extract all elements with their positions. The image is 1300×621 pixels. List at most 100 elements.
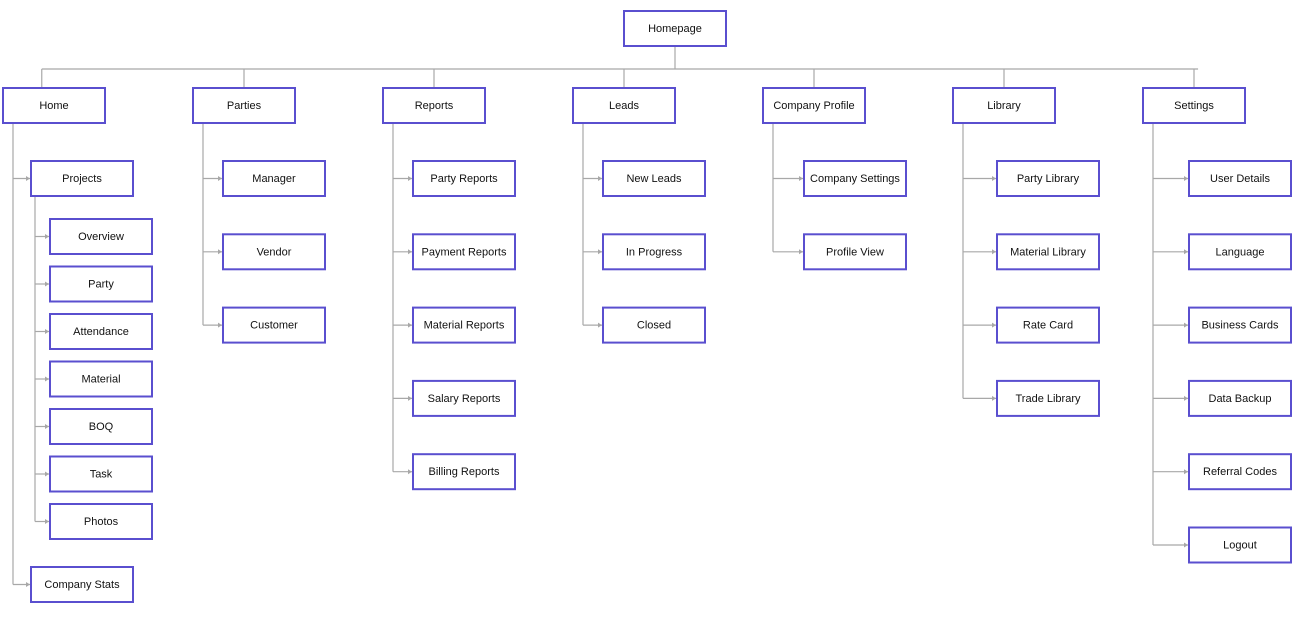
branch-arrow [1184,322,1188,328]
node-party-library: Party Library [996,160,1100,197]
branch-arrow [992,322,996,328]
node-box [1142,87,1246,124]
node-label: Homepage [648,23,702,35]
node-box [1188,526,1292,564]
node-reports: Reports [382,87,486,124]
node-label: Home [39,100,68,112]
node-box [996,379,1100,417]
node-new-leads: New Leads [602,160,706,197]
node-label: Vendor [257,246,292,258]
node-company-profile: Company Profile [762,87,866,124]
node-box [952,87,1056,124]
node-box [222,306,326,344]
node-label: Salary Reports [428,393,501,405]
node-closed: Closed [602,306,706,344]
node-box [602,160,706,197]
node-box [623,10,727,47]
node-business-cards: Business Cards [1188,306,1292,344]
node-party: Party [49,265,153,303]
node-user-details: User Details [1188,160,1292,197]
node-company-stats: Company Stats [30,566,134,603]
branch-arrow [408,249,412,255]
node-vendor: Vendor [222,233,326,271]
node-box [2,87,106,124]
node-label: Company Stats [44,579,120,591]
node-boq: BOQ [49,408,153,445]
node-label: Closed [637,320,671,332]
node-profile-view: Profile View [803,233,907,271]
node-label: Rate Card [1023,320,1073,332]
node-label: Customer [250,320,298,332]
branch-arrow [218,176,222,181]
branch-arrow [408,322,412,328]
node-box [1188,453,1292,491]
sub-branch-arrow [45,471,49,477]
node-label: Material Reports [424,320,505,332]
branch-arrow [799,176,803,181]
sub-branch-arrow [45,281,49,287]
node-settings: Settings [1142,87,1246,124]
branch-arrow [218,249,222,255]
node-box [412,306,516,344]
node-box [1188,306,1292,344]
node-label: In Progress [626,246,683,258]
node-photos: Photos [49,503,153,540]
node-box [192,87,296,124]
node-box [762,87,866,124]
node-label: Reports [415,100,454,112]
branch-arrow [1184,249,1188,255]
node-data-backup: Data Backup [1188,379,1292,417]
node-box [803,160,907,197]
node-box [1188,379,1292,417]
node-label: Material Library [1010,246,1086,258]
node-salary-reports: Salary Reports [412,379,516,417]
branch-arrow [799,249,803,255]
node-material-reports: Material Reports [412,306,516,344]
node-label: Referral Codes [1203,466,1277,478]
branch-arrow [26,176,30,181]
branch-arrow [218,322,222,328]
node-box [1188,233,1292,271]
node-box [49,265,153,303]
branch-arrow [992,249,996,255]
node-label: Trade Library [1015,393,1081,405]
node-label: Leads [609,100,639,112]
node-customer: Customer [222,306,326,344]
node-label: Photos [84,516,119,528]
node-label: Language [1216,246,1265,258]
branch-arrow [992,395,996,401]
node-label: Party Library [1017,173,1080,185]
node-box [49,455,153,493]
branch-arrow [598,176,602,181]
node-box [49,408,153,445]
node-label: Attendance [73,326,129,338]
node-box [572,87,676,124]
branch-arrow [1184,542,1188,548]
sub-branch-arrow [45,424,49,429]
node-box [222,160,326,197]
node-box [382,87,486,124]
node-label: User Details [1210,173,1270,185]
node-label: Manager [252,173,296,185]
branch-arrow [408,176,412,181]
node-box [412,233,516,271]
node-manager: Manager [222,160,326,197]
node-payment-reports: Payment Reports [412,233,516,271]
node-box [412,379,516,417]
branch-arrow [992,176,996,181]
branch-arrow [26,582,30,587]
node-box [412,160,516,197]
node-label: BOQ [89,421,114,433]
node-box [49,503,153,540]
node-label: Profile View [826,246,884,258]
node-party-reports: Party Reports [412,160,516,197]
node-box [222,233,326,271]
connector-lines [12,46,1199,587]
node-logout: Logout [1188,526,1292,564]
node-label: Business Cards [1201,320,1279,332]
node-label: Material [81,374,120,386]
node-label: Task [90,469,113,481]
node-parties: Parties [192,87,296,124]
node-label: Company Settings [810,173,900,185]
node-company-settings: Company Settings [803,160,907,197]
